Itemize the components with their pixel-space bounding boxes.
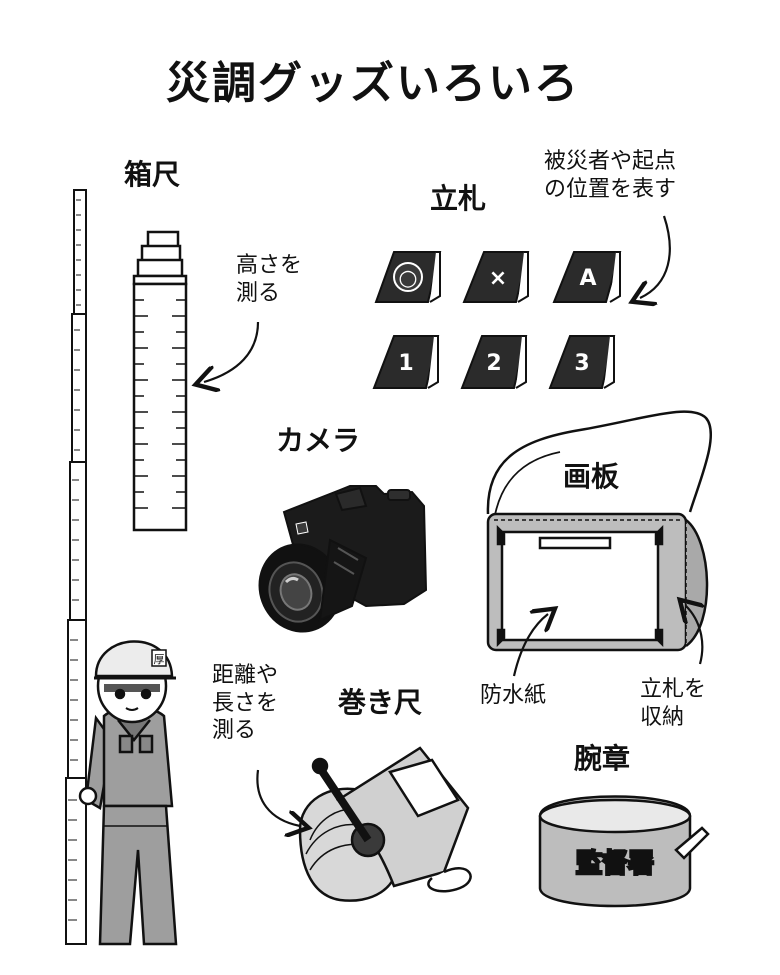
surveyor-person: 厚 xyxy=(78,640,178,946)
page-title: 災調グッズいろいろ xyxy=(166,58,580,109)
tag-2: 2 xyxy=(460,335,528,389)
extended-staff-ticks xyxy=(68,199,81,921)
tag-a-text: A xyxy=(579,266,596,291)
tag-3: 3 xyxy=(548,335,616,389)
tag-2-text: 2 xyxy=(486,351,501,376)
tag-circle: ○ xyxy=(374,251,442,303)
tag-3-text: 3 xyxy=(574,351,589,376)
gaban-paper-note: 防水紙 xyxy=(480,683,547,708)
hakojaku-arrow xyxy=(204,321,260,382)
tag-cross-text: × xyxy=(489,266,507,291)
makijaku-label: 巻き尺 xyxy=(338,686,423,719)
tatefuda-label: 立札 xyxy=(430,182,487,215)
tag-1: 1 xyxy=(372,335,440,389)
drawing-board xyxy=(486,410,713,652)
tag-grid: ○ × A 1 2 3 xyxy=(372,251,622,389)
box-staff xyxy=(132,230,188,532)
tape-measure xyxy=(298,746,472,902)
makijaku-arrow xyxy=(256,769,300,826)
gaban-store-note: 立札を 収納 xyxy=(640,677,707,730)
tag-cross: × xyxy=(462,251,530,303)
wanshou-label: 腕章 xyxy=(574,742,631,775)
tag-circle-text: ○ xyxy=(398,266,417,291)
tatefuda-note: 被災者や起点 の位置を表す xyxy=(544,149,677,202)
camera-illustration xyxy=(258,485,428,633)
gaban-label: 画板 xyxy=(563,460,620,493)
armband: 監督署 xyxy=(538,795,710,908)
makijaku-note: 距離や 長さを 測る xyxy=(212,663,279,743)
armband-text: 監督署 xyxy=(576,848,654,879)
box-staff-ticks xyxy=(134,299,186,509)
hakojaku-label: 箱尺 xyxy=(124,158,181,191)
camera-label: カメラ xyxy=(276,424,361,457)
tatefuda-arrow xyxy=(640,215,671,298)
storage-arrow xyxy=(686,606,702,665)
helmet-mark: 厚 xyxy=(154,653,165,666)
hakojaku-note: 高さを 測る xyxy=(236,253,303,306)
tag-a: A xyxy=(552,251,622,303)
tag-1-text: 1 xyxy=(398,351,413,376)
paper-arrow xyxy=(512,614,548,677)
extended-staff xyxy=(65,189,87,945)
